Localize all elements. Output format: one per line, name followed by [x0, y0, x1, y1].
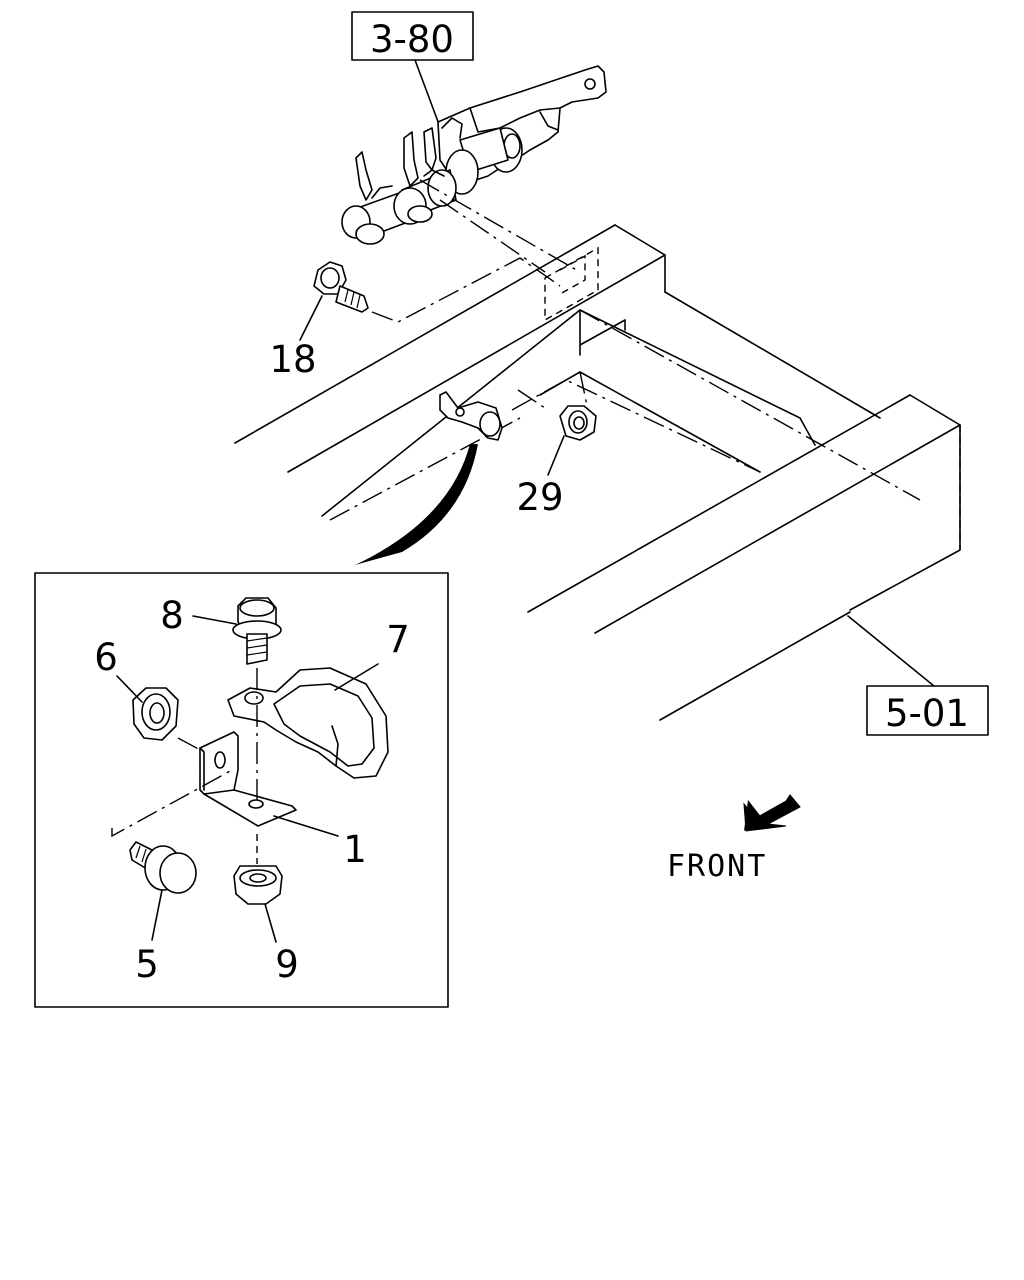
- bracket-1[interactable]: [200, 732, 296, 826]
- leader-9: [265, 904, 276, 942]
- reference-box-3-80[interactable]: 3-80: [352, 12, 473, 61]
- centerline-bolt-5: [112, 770, 232, 836]
- front-arrow-icon: [744, 795, 800, 831]
- leader-3-80: [415, 60, 440, 127]
- leader-7: [335, 664, 378, 690]
- leader-8: [193, 616, 236, 624]
- leader-5-01: [848, 616, 934, 686]
- mounting-bracket-hidden: [545, 248, 598, 320]
- callout-18: 18: [269, 338, 316, 381]
- centerline-nut-6: [178, 738, 204, 752]
- nut-29[interactable]: [560, 406, 596, 440]
- callout-1: 1: [343, 828, 367, 871]
- bolt-18[interactable]: [314, 262, 368, 312]
- lever-assembly: [342, 66, 606, 244]
- reference-box-5-01[interactable]: 5-01: [867, 686, 988, 735]
- callout-29: 29: [516, 476, 563, 519]
- callout-7: 7: [386, 618, 410, 661]
- leader-5: [152, 890, 162, 940]
- callout-9: 9: [275, 943, 299, 986]
- detail-box: 8 6 7 1: [35, 573, 448, 1007]
- detail-pointer: [355, 444, 478, 565]
- reference-label-5-01: 5-01: [885, 692, 969, 735]
- nut-9[interactable]: [234, 866, 282, 904]
- bolt-5[interactable]: [130, 842, 196, 893]
- clip-7[interactable]: [228, 668, 388, 778]
- callout-5: 5: [135, 943, 159, 986]
- clip-on-frame[interactable]: [440, 392, 502, 440]
- bolt-8[interactable]: [233, 598, 281, 664]
- leader-6: [117, 676, 142, 702]
- callout-8: 8: [160, 594, 184, 637]
- leader-18: [300, 296, 322, 340]
- reference-label-3-80: 3-80: [370, 18, 454, 61]
- leader-1: [274, 816, 338, 836]
- nut-6[interactable]: [133, 688, 178, 740]
- center-lines: [330, 180, 920, 520]
- frame-crossmember: [235, 225, 960, 720]
- front-label: FRONT: [667, 849, 767, 884]
- leader-29: [548, 436, 564, 475]
- callout-6: 6: [94, 636, 118, 679]
